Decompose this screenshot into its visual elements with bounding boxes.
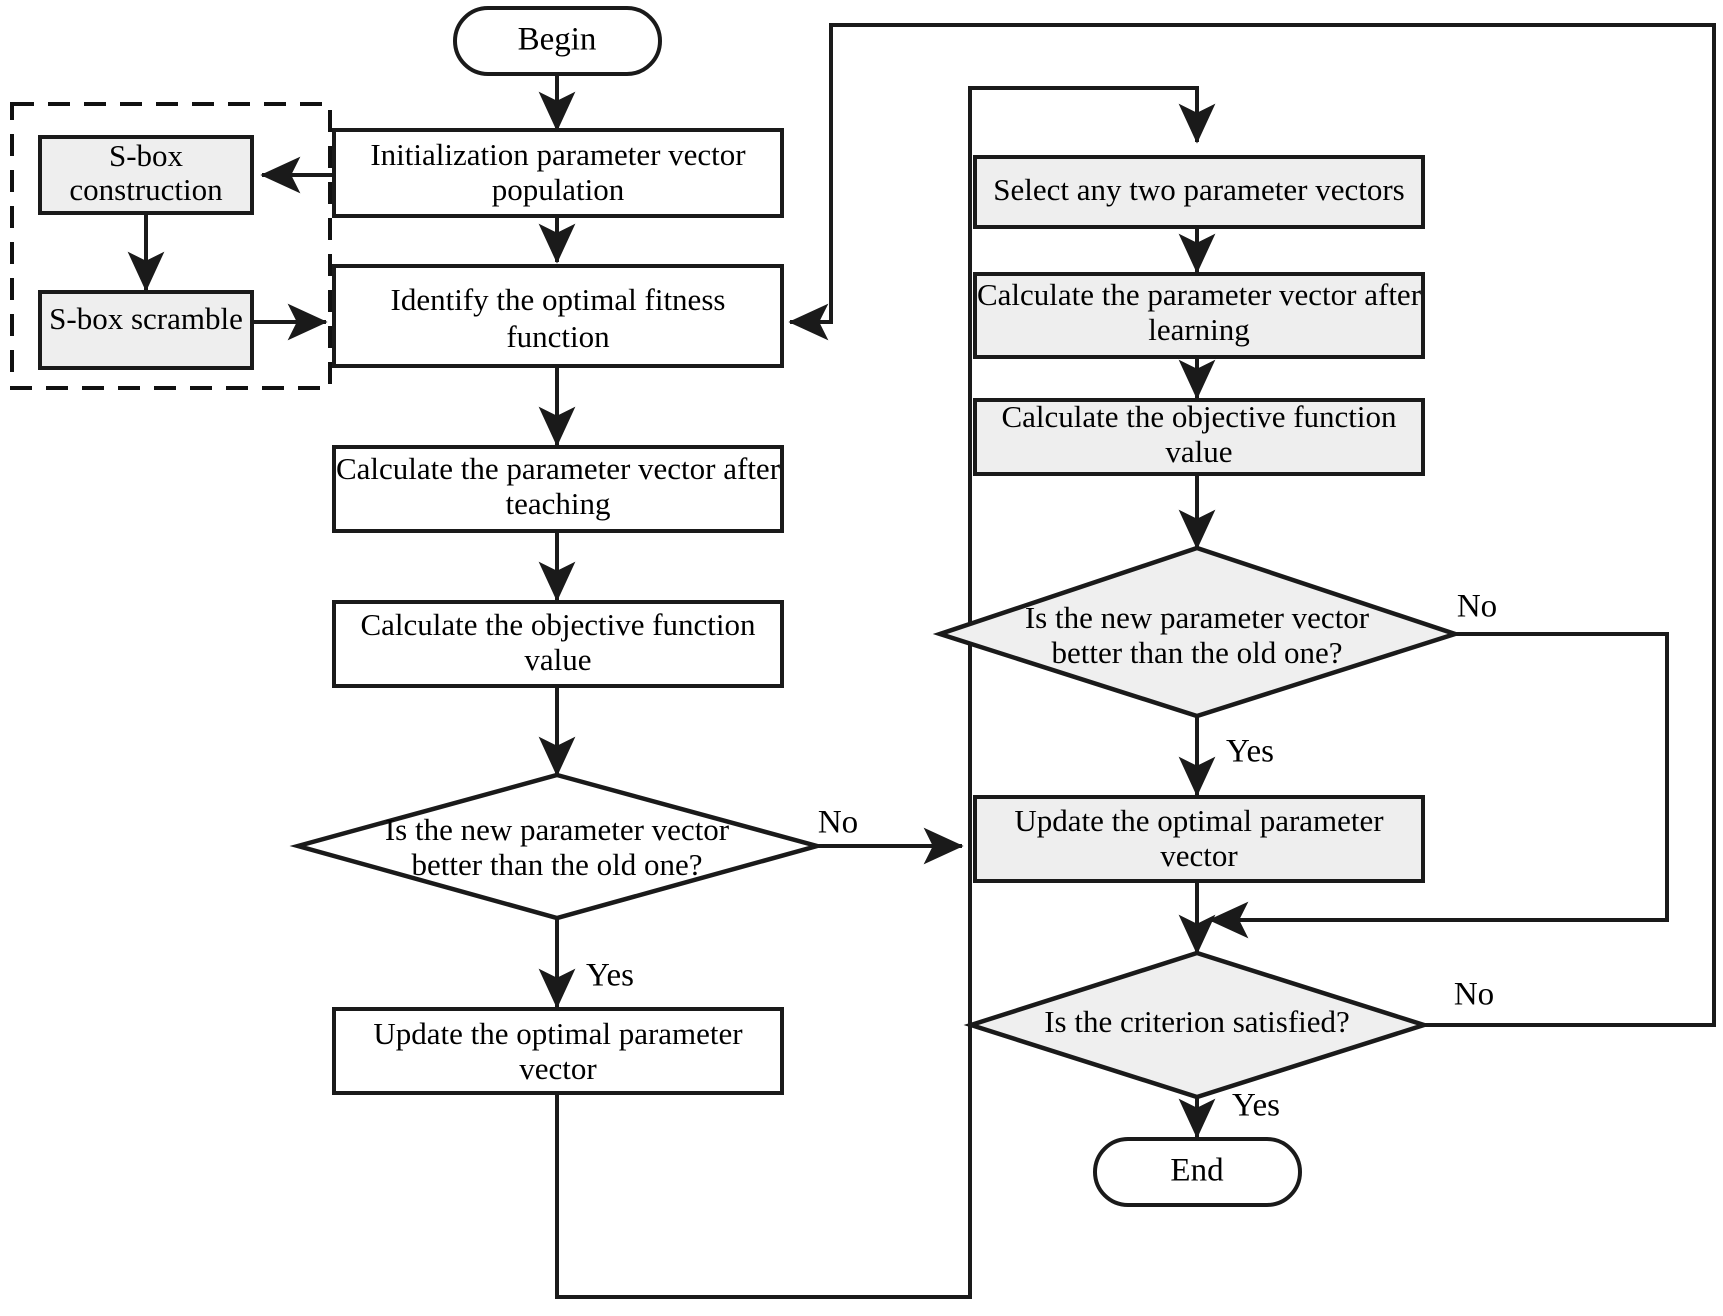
update-optimal-left-label-line2: vector — [519, 1051, 597, 1086]
node-update-optimal-left[interactable]: Update the optimal parameter vector — [332, 1007, 784, 1095]
begin-shape — [453, 6, 662, 76]
decision-better-right-label-line2: better than the old one? — [1052, 635, 1343, 670]
calc-objective-right-shape — [973, 398, 1425, 476]
identify-fitness-label-line2: function — [506, 319, 610, 354]
calc-objective-right-label-line2: value — [1165, 434, 1232, 469]
decision-better-right-shape — [932, 545, 1463, 719]
node-update-optimal-right[interactable]: Update the optimal parameter vector — [973, 795, 1425, 883]
node-sbox-construction[interactable]: S-box construction — [38, 135, 254, 215]
node-calc-objective-left[interactable]: Calculate the objective function value — [332, 600, 784, 688]
node-sbox-scramble[interactable]: S-box scramble — [38, 290, 254, 370]
calc-objective-left-label-line1: Calculate the objective function — [360, 607, 756, 642]
calc-vector-learning-label-line1: Calculate the parameter vector after — [977, 277, 1422, 312]
end-shape — [1093, 1137, 1302, 1207]
sbox-construction-label-line1: S-box — [109, 138, 184, 173]
edge-label-right-decision-no: No — [1457, 589, 1497, 625]
edge-decision-right-no-bypass — [1208, 632, 1669, 939]
node-decision-better-right[interactable]: Is the new parameter vector better than … — [932, 545, 1463, 719]
node-identify-fitness[interactable]: Identify the optimal fitness function — [332, 264, 784, 368]
calc-objective-left-label-line2: value — [524, 642, 591, 677]
node-calc-objective-right[interactable]: Calculate the objective function value — [973, 398, 1425, 476]
decision-criterion-shape — [963, 950, 1432, 1100]
identify-fitness-label-line1: Identify the optimal fitness — [391, 282, 726, 317]
node-decision-better-left[interactable]: Is the new parameter vector better than … — [289, 772, 826, 921]
sbox-construction-label-line2: construction — [69, 172, 223, 207]
decision-better-left-shape — [289, 772, 826, 921]
calc-vector-teaching-label-line1: Calculate the parameter vector after — [336, 451, 781, 486]
sbox-scramble-shape — [38, 290, 254, 370]
update-optimal-left-label-line1: Update the optimal parameter — [373, 1016, 743, 1051]
node-select-two-vectors[interactable]: Select any two parameter vectors — [973, 155, 1425, 229]
sbox-group-dashed-border — [10, 102, 332, 390]
node-decision-criterion[interactable]: Is the criterion satisfied? — [963, 950, 1432, 1100]
begin-label: Begin — [518, 22, 597, 58]
calc-objective-left-shape — [332, 600, 784, 688]
sbox-scramble-label-line1: S-box scramble — [49, 301, 243, 336]
edge-criterion-no-loopback-to-identify — [788, 23, 1716, 1027]
edge-label-criterion-yes: Yes — [1232, 1088, 1280, 1124]
update-optimal-right-label-line1: Update the optimal parameter — [1014, 803, 1384, 838]
calc-vector-teaching-shape — [332, 445, 784, 533]
update-optimal-left-shape — [332, 1007, 784, 1095]
node-begin[interactable]: Begin — [453, 6, 662, 76]
sbox-construction-shape — [38, 135, 254, 215]
decision-criterion-label-line1: Is the criterion satisfied? — [1044, 1004, 1350, 1039]
node-calc-vector-teaching[interactable]: Calculate the parameter vector after tea… — [332, 445, 784, 533]
edge-label-criterion-no: No — [1454, 977, 1494, 1013]
edge-update-left-to-select-two — [555, 86, 1216, 1299]
select-two-vectors-shape — [973, 155, 1425, 229]
edge-label-left-decision-no: No — [818, 805, 858, 841]
node-init-population[interactable]: Initialization parameter vector populati… — [332, 128, 784, 218]
init-population-label-line1: Initialization parameter vector — [370, 137, 746, 172]
init-population-label-line2: population — [492, 172, 625, 207]
decision-better-left-label-line1: Is the new parameter vector — [385, 812, 730, 847]
calc-vector-learning-label-line2: learning — [1148, 312, 1250, 347]
calc-vector-teaching-label-line2: teaching — [505, 486, 610, 521]
edge-label-right-decision-yes: Yes — [1226, 734, 1274, 770]
calc-vector-learning-shape — [973, 272, 1425, 359]
decision-better-left-label-line2: better than the old one? — [412, 847, 703, 882]
init-population-shape — [332, 128, 784, 218]
update-optimal-right-shape — [973, 795, 1425, 883]
node-calc-vector-learning[interactable]: Calculate the parameter vector after lea… — [973, 272, 1425, 359]
edge-label-left-decision-yes: Yes — [586, 958, 634, 994]
select-two-vectors-label-line1: Select any two parameter vectors — [993, 172, 1404, 207]
decision-better-right-label-line1: Is the new parameter vector — [1025, 600, 1370, 635]
node-end[interactable]: End — [1093, 1137, 1302, 1207]
identify-fitness-shape — [332, 264, 784, 368]
update-optimal-right-label-line2: vector — [1160, 838, 1238, 873]
end-label: End — [1170, 1153, 1224, 1189]
calc-objective-right-label-line1: Calculate the objective function — [1001, 399, 1397, 434]
